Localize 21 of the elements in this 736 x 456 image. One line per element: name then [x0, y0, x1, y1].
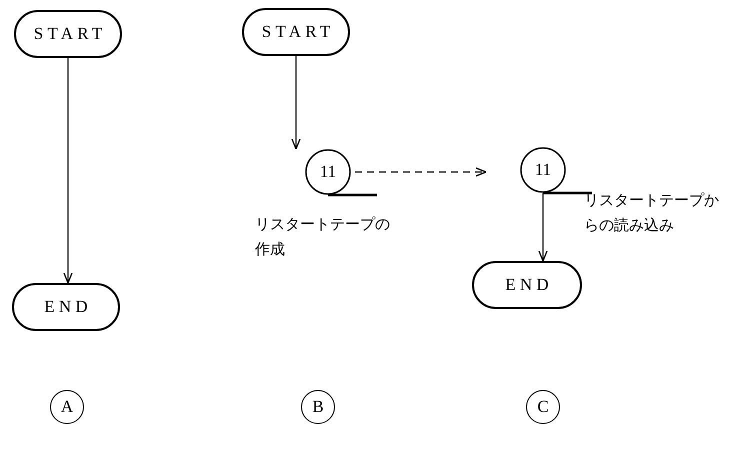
terminal-label: START — [32, 23, 106, 46]
annotation-text: リスタートテープの作成 — [255, 214, 390, 260]
terminal-box — [14, 10, 122, 58]
terminal-box — [12, 283, 120, 331]
tape-symbol — [520, 147, 592, 195]
terminal-label: END — [504, 274, 553, 296]
arrow — [538, 193, 548, 262]
annotation-text: リスタートテープからの読み込み — [584, 190, 720, 236]
panel-label: C — [537, 396, 549, 418]
tape-symbol — [305, 149, 377, 197]
arrow — [355, 167, 487, 177]
panel-label: A — [60, 396, 74, 418]
arrow — [63, 58, 73, 284]
terminal-label: END — [43, 296, 92, 318]
arrow — [291, 56, 301, 150]
terminal-box — [242, 8, 350, 56]
terminal-box — [472, 261, 582, 309]
panel-label: B — [312, 396, 324, 418]
tape-number: 11 — [320, 161, 336, 184]
terminal-label: START — [260, 21, 334, 44]
tape-number: 11 — [534, 159, 552, 182]
